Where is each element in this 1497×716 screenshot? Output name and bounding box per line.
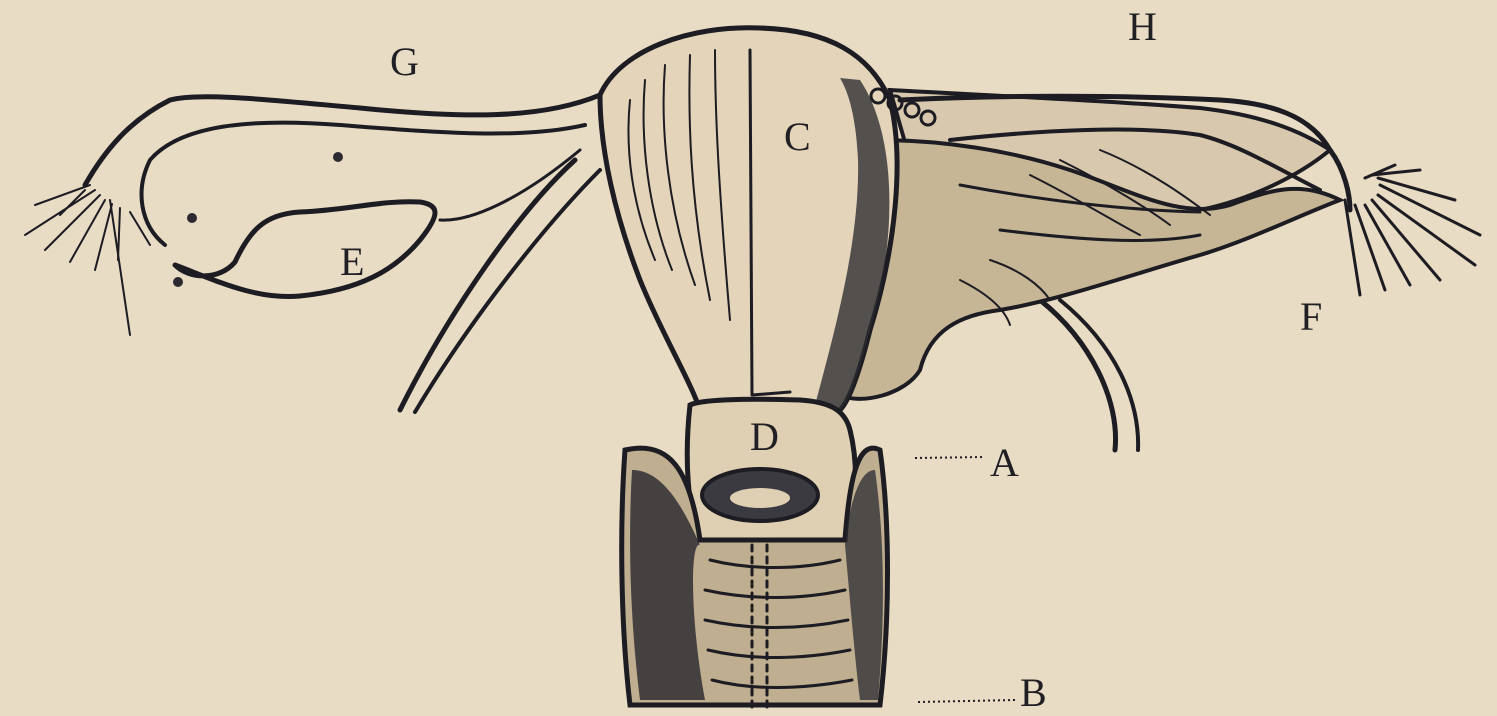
leader-line-a (915, 457, 985, 458)
label-b: B (1020, 670, 1047, 715)
right-adnexa (840, 90, 1480, 399)
marker-dot-1 (333, 152, 343, 162)
label-d: D (750, 414, 779, 459)
marker-dot-3 (173, 277, 183, 287)
left-round-ligament (400, 160, 600, 412)
label-f: F (1300, 294, 1322, 339)
marker-dot-2 (187, 213, 197, 223)
leader-line-b (918, 700, 1015, 702)
left-fimbriae (25, 185, 150, 335)
label-c: C (784, 114, 811, 159)
label-a: A (990, 440, 1019, 485)
right-fimbriae (1345, 165, 1480, 295)
label-e: E (340, 239, 364, 284)
label-h: H (1128, 4, 1157, 49)
right-round-ligament (1040, 300, 1138, 450)
left-fallopian-tube (25, 95, 600, 335)
label-g: G (390, 39, 419, 84)
